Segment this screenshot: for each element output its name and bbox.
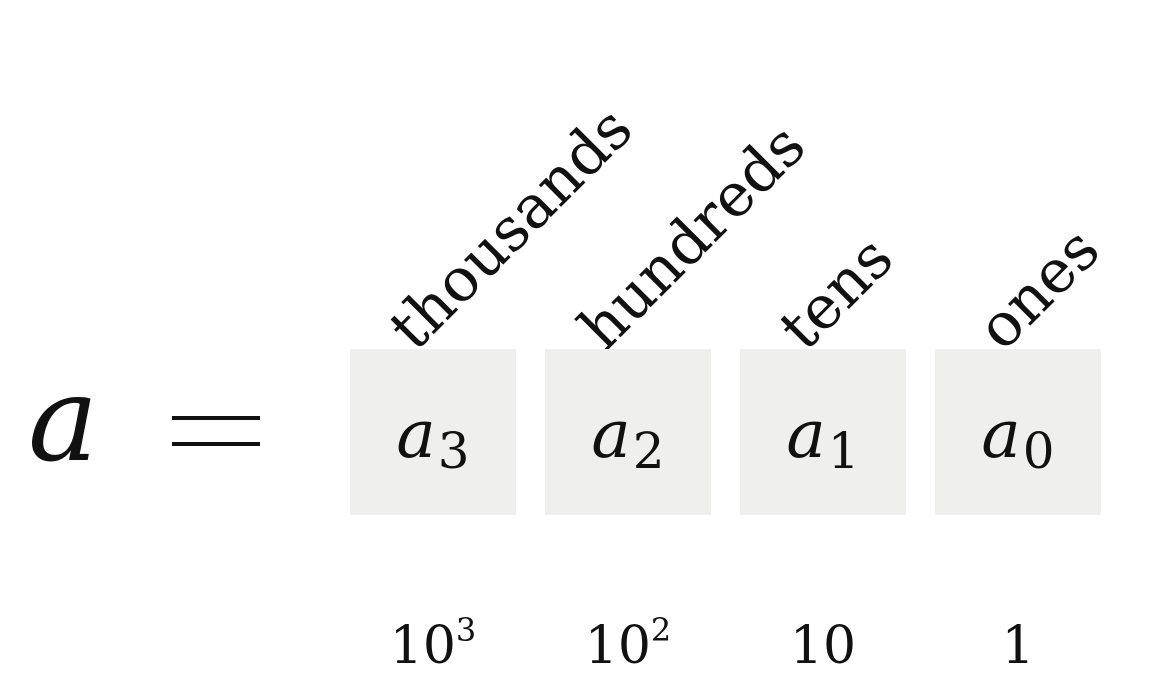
weight-thousands: 103 xyxy=(389,610,477,676)
place-label-ones: ones xyxy=(964,214,1114,364)
place-label-tens: tens xyxy=(766,222,907,364)
equals-sign-bottom-bar xyxy=(172,442,260,446)
variable-a: a xyxy=(28,350,99,488)
equals-sign-top-bar xyxy=(172,416,260,420)
weight-ones: 1 xyxy=(1001,616,1035,676)
weight-tens: 10 xyxy=(789,616,857,676)
weight-hundreds: 102 xyxy=(584,610,672,676)
